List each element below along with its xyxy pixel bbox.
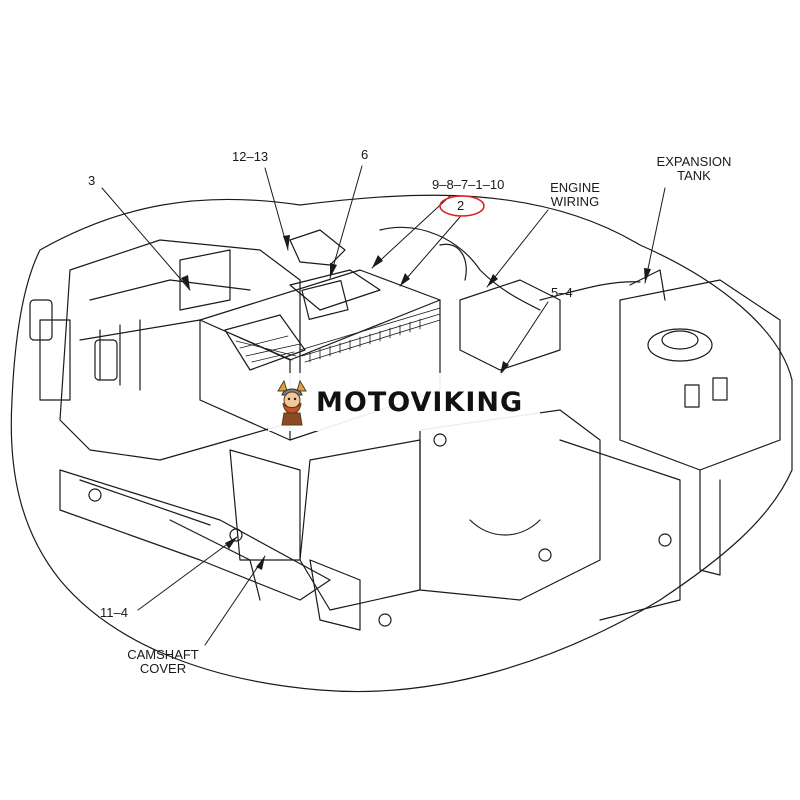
label-12-13: 12–13 xyxy=(232,149,269,164)
camshaft-cover xyxy=(59,469,361,631)
label-camshaft-cover-line2: COVER xyxy=(139,661,187,676)
engine-block xyxy=(29,239,301,461)
drawing-boundary xyxy=(10,194,793,693)
label-camshaft-cover-line1: CAMSHAFT xyxy=(127,647,199,662)
expansion-tank xyxy=(619,269,781,576)
engine-wiring-harness xyxy=(289,226,641,371)
highlight-circle xyxy=(439,195,485,217)
label-expansion-tank: EXPANSION TANK xyxy=(650,155,738,183)
leader-lines xyxy=(101,165,666,646)
label-6: 6 xyxy=(361,147,369,162)
viking-mascot-icon xyxy=(277,379,307,426)
label-engine-wiring-line2: WIRING xyxy=(550,194,600,209)
lower-housing xyxy=(229,409,681,627)
label-3: 3 xyxy=(88,173,96,188)
label-2: 2 xyxy=(457,198,465,213)
label-camshaft-cover: CAMSHAFT COVER xyxy=(118,648,208,676)
watermark-text: MOTOVIKING xyxy=(316,386,524,418)
label-expansion-tank-line1: EXPANSION xyxy=(656,154,732,169)
watermark: MOTOVIKING xyxy=(268,373,540,431)
label-11-4: 11–4 xyxy=(100,605,128,620)
label-expansion-tank-line2: TANK xyxy=(677,168,711,183)
label-9-8-7-1-10: 9–8–7–1–10 xyxy=(432,177,505,192)
label-engine-wiring-line1: ENGINE xyxy=(550,180,600,195)
label-5-4: 5–4 xyxy=(551,285,573,300)
arrowheads xyxy=(181,235,651,570)
label-engine-wiring: ENGINE WIRING xyxy=(545,181,605,209)
